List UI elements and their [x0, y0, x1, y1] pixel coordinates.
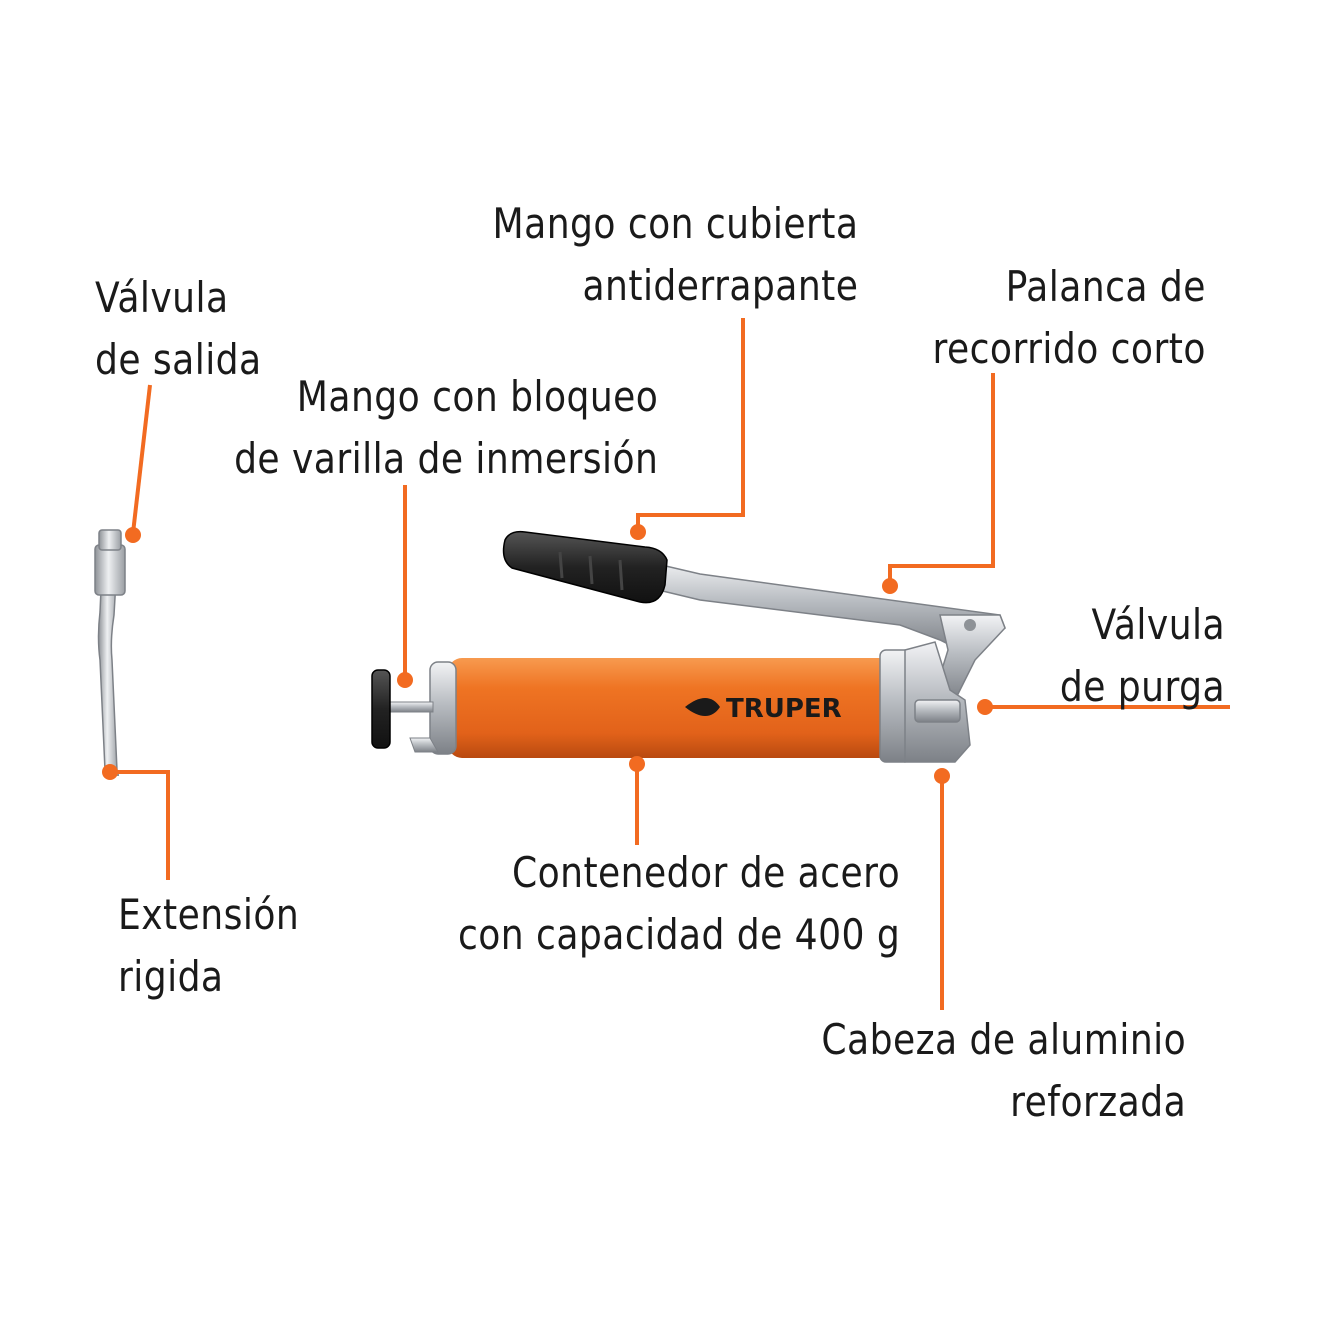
label-extension: Extensión rigida [118, 884, 299, 1008]
label-line: Válvula [95, 273, 229, 322]
brand-logo: TRUPER [726, 694, 842, 724]
label-line: Válvula [1091, 600, 1225, 649]
lever-part [638, 558, 1006, 701]
label-line: recorrido corto [932, 324, 1206, 373]
rigid-extension-part [94, 529, 126, 776]
label-line: con capacidad de 400 g [457, 910, 900, 959]
plunger-part [371, 669, 439, 753]
label-mango-bloqueo: Mango con bloqueo de varilla de inmersió… [234, 366, 658, 490]
leader-extension [110, 770, 170, 880]
dot-mango-cubierta [630, 524, 646, 540]
label-cabeza: Cabeza de aluminio reforzada [821, 1009, 1186, 1133]
label-line: de varilla de inmersión [233, 434, 658, 483]
dot-cabeza [934, 768, 950, 784]
dot-contenedor [629, 756, 645, 772]
leader-lines [110, 318, 1230, 1010]
label-valvula-salida: Válvula de salida [95, 267, 262, 391]
label-line: rigida [118, 952, 224, 1001]
dot-mango-bloqueo [397, 672, 413, 688]
label-line: Palanca de [1005, 262, 1206, 311]
aluminium-head-part [904, 641, 971, 763]
handle-grip-part [502, 530, 668, 604]
dot-valvula-salida [125, 527, 141, 543]
callout-dots [102, 524, 993, 784]
label-contenedor: Contenedor de acero con capacidad de 400… [458, 842, 900, 966]
label-line: de purga [1059, 662, 1225, 711]
label-mango-cubierta: Mango con cubierta antiderrapante [492, 193, 858, 317]
dot-extension [102, 764, 118, 780]
label-palanca: Palanca de recorrido corto [933, 256, 1206, 380]
label-line: Cabeza de aluminio [821, 1015, 1186, 1064]
barrel-part: TRUPER [429, 649, 911, 763]
leader-mango-cubierta [636, 318, 745, 530]
label-line: Mango con bloqueo [296, 372, 658, 421]
dot-palanca [882, 578, 898, 594]
label-line: antiderrapante [582, 261, 858, 310]
leader-palanca [888, 373, 995, 583]
leader-valvula-salida [131, 384, 152, 534]
label-line: reforzada [1010, 1077, 1186, 1126]
label-line: de salida [95, 335, 262, 384]
label-valvula-purga: Válvula de purga [1060, 594, 1225, 718]
label-line: Contenedor de acero [511, 848, 900, 897]
label-line: Extensión [118, 890, 300, 939]
label-line: Mango con cubierta [492, 199, 858, 248]
dot-valvula-purga [977, 699, 993, 715]
